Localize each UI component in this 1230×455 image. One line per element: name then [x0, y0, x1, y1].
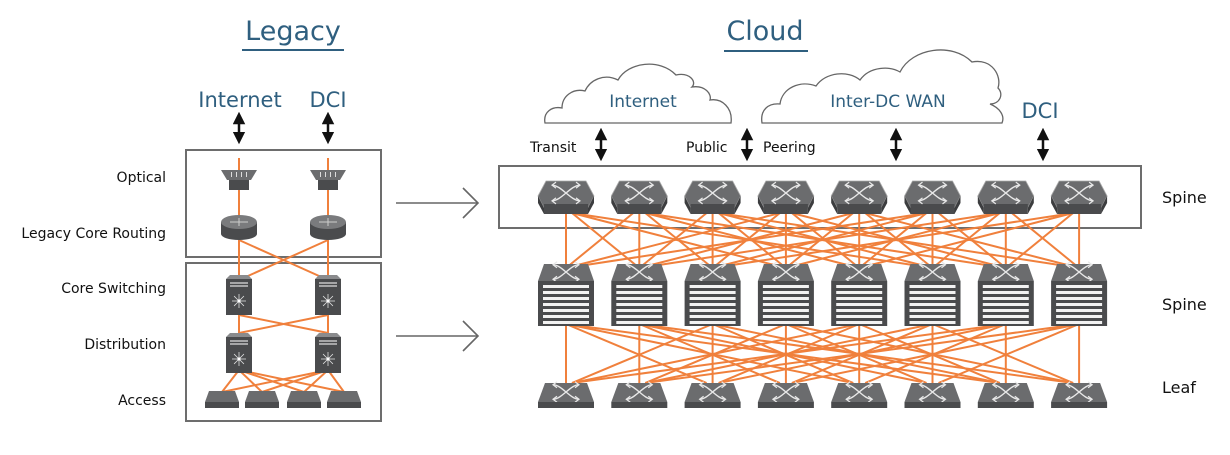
spine-router-icon: [977, 180, 1035, 214]
spine-switch-chassis-icon: [757, 261, 814, 326]
legacy-dci-label: DCI: [309, 88, 346, 112]
layer-label-access: Access: [118, 393, 166, 409]
spine-router-icon: [757, 180, 815, 214]
leaf-switch-icon: [1051, 381, 1108, 408]
access-switch-icon: [205, 391, 239, 408]
spine-to-leaf-link: [571, 323, 713, 384]
legacy-layer-labels: Optical Legacy Core Routing Core Switchi…: [21, 170, 166, 409]
legacy-link-dist-access: [221, 369, 329, 393]
legacy-link-dist-access: [238, 369, 345, 393]
cloud-devices: [537, 180, 1108, 408]
legacy-internet-label: Internet: [198, 88, 281, 112]
spine-to-leaf-link: [791, 323, 1080, 384]
spine-to-spine-link: [565, 212, 927, 269]
inter-dc-wan-cloud-icon: [761, 49, 1004, 124]
legacy-link-router-core: [238, 239, 329, 281]
spine-router-icon: [830, 180, 888, 214]
legacy-link-dist-access: [327, 369, 345, 393]
spine-switch-chassis-icon: [831, 261, 888, 326]
spine-to-leaf-link: [571, 323, 860, 384]
spine-to-leaf-link: [638, 323, 781, 384]
transition-arrow-bottom-icon: [396, 320, 480, 352]
spine-switch-chassis-icon: [684, 261, 741, 326]
transit-label: Transit: [529, 140, 577, 156]
legacy-devices: [205, 170, 361, 408]
cloud-title: Cloud: [726, 16, 803, 47]
core-switch-icon: [226, 275, 252, 315]
spine-to-leaf-link: [565, 323, 707, 384]
spine-to-leaf-link: [645, 323, 1080, 384]
optical-device-icon: [221, 170, 257, 190]
spine-to-spine-link: [1005, 212, 1074, 269]
legacy-link-dist-access: [221, 369, 240, 393]
legacy-switching-box: [185, 262, 382, 422]
access-switch-icon: [327, 391, 361, 408]
legacy-title: Legacy: [245, 16, 341, 47]
legacy-link-dist-access: [238, 369, 263, 393]
inter-dc-wan-cloud-label: Inter-DC WAN: [830, 92, 946, 112]
spine-to-spine-link: [565, 212, 781, 269]
spine-router-icon: [610, 180, 668, 214]
layer-label-distribution: Distribution: [84, 337, 166, 353]
spine-router-icon: [537, 180, 595, 214]
layer-label-core-switching: Core Switching: [61, 281, 166, 297]
leaf-switch-icon: [611, 381, 668, 408]
legacy-core-box: [185, 149, 382, 258]
spine-switch-chassis-icon: [611, 261, 668, 326]
legacy-link-dist-access: [303, 369, 329, 393]
spine-to-leaf-link: [938, 323, 1080, 384]
spine-to-spine-link: [1011, 212, 1080, 269]
leaf-switch-icon: [684, 381, 741, 408]
spine-to-spine-link: [858, 212, 1074, 269]
spine-switch-chassis-icon: [977, 261, 1034, 326]
spine-switch-chassis-icon: [1051, 261, 1108, 326]
spine-router-icon: [1050, 180, 1108, 214]
leaf-switch-icon: [904, 381, 961, 408]
spine-to-spine-link: [712, 212, 1074, 269]
access-switch-icon: [245, 391, 279, 408]
spine-switch-chassis-icon: [538, 261, 594, 326]
layer-label-optical: Optical: [117, 170, 166, 186]
internet-cloud-label: Internet: [609, 92, 677, 112]
spine-router-icon: [684, 180, 742, 214]
distribution-switch-icon: [315, 333, 341, 373]
legacy-core-router-icon: [221, 215, 257, 240]
tier-label-spine-top: Spine: [1162, 188, 1207, 207]
spine-to-spine-link: [937, 212, 1007, 269]
leaf-switch-icon: [831, 381, 888, 408]
legacy-core-router-icon: [310, 215, 346, 240]
cloud-links: [565, 212, 1081, 384]
spine-switch-chassis-icon: [904, 261, 961, 326]
leaf-switch-icon: [757, 381, 814, 408]
public-label: Public: [686, 140, 727, 156]
spine-to-leaf-link: [571, 323, 1006, 384]
peering-label: Peering: [763, 140, 816, 156]
access-switch-icon: [287, 391, 321, 408]
internet-cloud-icon: [544, 63, 732, 124]
core-switch-icon: [315, 275, 341, 315]
cloud-dci-label: DCI: [1021, 99, 1058, 123]
tier-label-leaf: Leaf: [1162, 378, 1196, 397]
layer-label-legacy-core-routing: Legacy Core Routing: [21, 226, 166, 242]
tier-label-spine-mid: Spine: [1162, 295, 1207, 314]
spine-to-spine-link: [565, 212, 634, 269]
spine-router-icon: [904, 180, 961, 214]
transition-arrow-top-icon: [396, 187, 480, 219]
distribution-switch-icon: [226, 333, 252, 373]
legacy-link-dist-access: [261, 369, 329, 393]
spine-to-spine-link: [639, 212, 1000, 269]
leaf-switch-icon: [977, 381, 1034, 408]
legacy-link-core-dist: [238, 314, 329, 334]
leaf-switch-icon: [538, 381, 594, 408]
optical-device-icon: [310, 170, 346, 190]
